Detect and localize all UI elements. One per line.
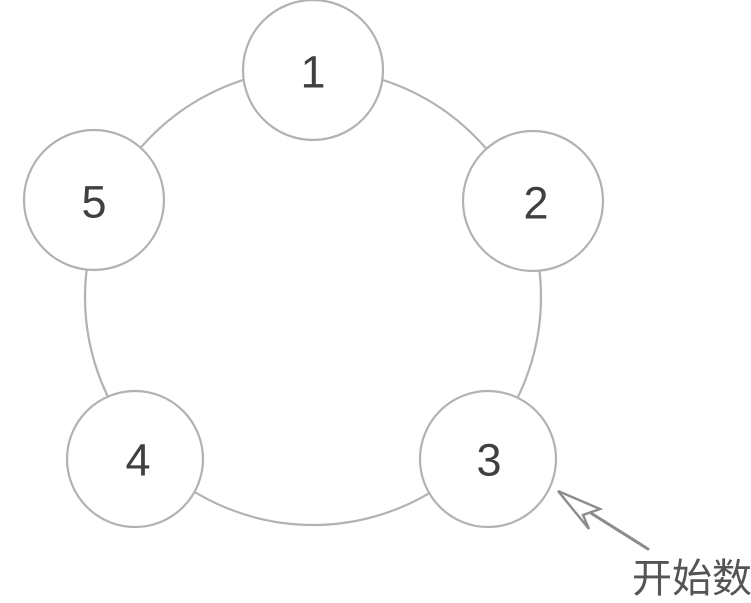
node-1-circle[interactable] xyxy=(241,0,385,142)
node-group: 1 2 3 4 5 xyxy=(22,0,605,529)
node-3-circle[interactable] xyxy=(418,389,558,529)
node-2[interactable]: 2 xyxy=(461,129,605,273)
node-4-label: 4 xyxy=(125,435,150,486)
start-annotation: 开始数 xyxy=(557,489,751,602)
node-1[interactable]: 1 xyxy=(241,0,385,142)
node-1-label: 1 xyxy=(300,47,325,98)
node-4[interactable]: 4 xyxy=(65,389,205,529)
node-5-label: 5 xyxy=(81,177,106,228)
node-2-label: 2 xyxy=(523,178,548,229)
annotation-label: 开始数 xyxy=(632,556,751,602)
annotation-arrow-head-icon xyxy=(557,489,604,530)
node-3[interactable]: 3 xyxy=(418,389,558,529)
node-2-circle[interactable] xyxy=(461,129,605,273)
node-5-circle[interactable] xyxy=(22,128,166,272)
annotation-arrow-shaft xyxy=(584,508,650,551)
node-3-label: 3 xyxy=(476,435,501,486)
node-5[interactable]: 5 xyxy=(22,128,166,272)
node-4-circle[interactable] xyxy=(65,389,205,529)
